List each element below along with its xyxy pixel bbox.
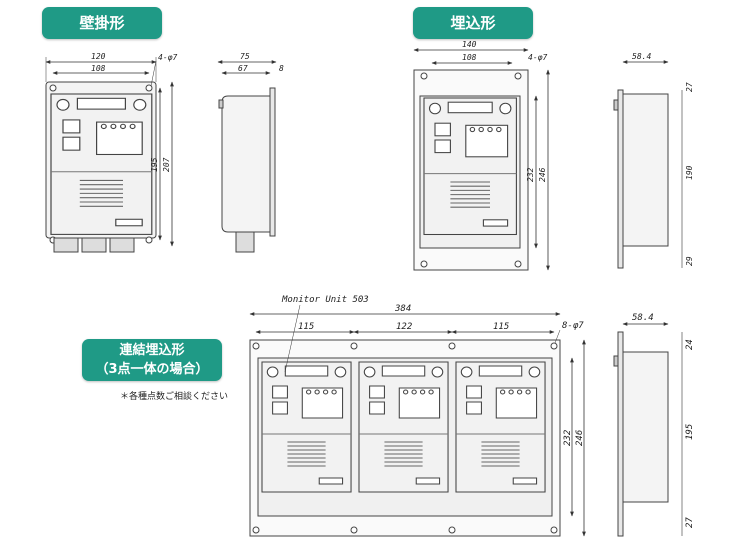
wall-front-hole-label: 4-φ7 — [158, 53, 177, 62]
flush-side-top-label: 27 — [685, 82, 694, 92]
linked-flush-title-line1: 連結埋込形 — [119, 343, 185, 358]
linked-seg3-label: 115 — [493, 322, 509, 332]
wall-front-width-label: 120 — [91, 52, 106, 61]
flush-front-view: 140 108 4-φ7 232 246 — [413, 40, 550, 271]
wall-mount-title: 壁掛形 — [42, 7, 162, 39]
flush-side-depth-label: 58.4 — [632, 52, 651, 61]
linked-side-view: 58.4 24 195 27 — [613, 313, 695, 537]
wall-front-view: 120 108 4-φ7 195 207 — [45, 52, 177, 253]
wall-side-depth-label: 75 — [240, 52, 250, 61]
flush-front-width-label: 140 — [462, 40, 477, 49]
linked-h2-label: 246 — [575, 430, 585, 446]
wall-front-inner-label: 108 — [91, 64, 106, 73]
linked-side-top-label: 24 — [685, 339, 695, 350]
flush-front-inner-label: 108 — [462, 53, 477, 62]
flush-side-bot-label: 29 — [685, 256, 694, 266]
linked-flush-title: 連結埋込形 （3点一体の場合） — [82, 339, 222, 381]
linked-hole-label: 8-φ7 — [562, 321, 584, 331]
wall-side-d2-label: 8 — [279, 64, 284, 73]
linked-flush-title-line2: （3点一体の場合） — [95, 362, 209, 377]
linked-seg1-label: 115 — [298, 322, 314, 332]
flush-front-h2-label: 246 — [538, 167, 547, 182]
flush-mount-title: 埋込形 — [413, 7, 533, 39]
wall-front-h1-label: 195 — [150, 157, 159, 172]
linked-side-bot-label: 27 — [685, 517, 695, 528]
flush-front-h1-label: 232 — [526, 167, 535, 182]
linked-side-depth-label: 58.4 — [632, 313, 654, 323]
linked-seg2-label: 122 — [396, 322, 412, 332]
linked-h1-label: 232 — [563, 430, 573, 446]
wall-front-h2-label: 207 — [162, 157, 171, 172]
quantity-note: ＊各種点数ご相談ください — [120, 392, 229, 402]
flush-front-hole-label: 4-φ7 — [528, 53, 547, 62]
wall-side-view: 75 67 8 — [217, 52, 284, 253]
monitor-unit-callout: Monitor Unit 503 — [281, 295, 369, 305]
linked-front-view: Monitor Unit 503 384 115 122 115 8-φ7 23… — [249, 295, 586, 537]
flush-side-view: 58.4 27 190 29 — [613, 52, 694, 269]
wall-side-d1-label: 67 — [238, 64, 248, 73]
linked-side-mid-label: 195 — [685, 424, 695, 440]
flush-side-mid-label: 190 — [685, 165, 694, 180]
linked-total-label: 384 — [394, 304, 411, 314]
